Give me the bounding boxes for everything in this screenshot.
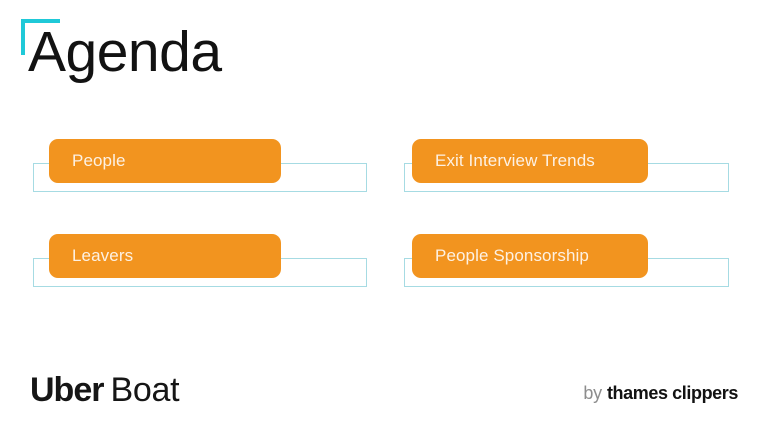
brand-secondary-text: Boat [110, 371, 180, 409]
operator-name-text: thames clippers [606, 383, 738, 403]
operator-prefix-text: by [583, 383, 602, 403]
agenda-item-pill[interactable]: People [49, 139, 281, 183]
agenda-item-pill[interactable]: Leavers [49, 234, 281, 278]
agenda-item-label: Exit Interview Trends [435, 151, 595, 170]
agenda-item-label: Leavers [72, 246, 134, 265]
agenda-item-label: People Sponsorship [435, 246, 589, 265]
title-area: Agenda [0, 0, 300, 110]
agenda-item-pill[interactable]: People Sponsorship [412, 234, 648, 278]
agenda-item-label: People [72, 151, 126, 170]
agenda-item-pill[interactable]: Exit Interview Trends [412, 139, 648, 183]
page-title: Agenda [28, 20, 222, 84]
brand-primary-text: Uber [30, 371, 104, 409]
corner-bracket-icon [21, 19, 60, 55]
